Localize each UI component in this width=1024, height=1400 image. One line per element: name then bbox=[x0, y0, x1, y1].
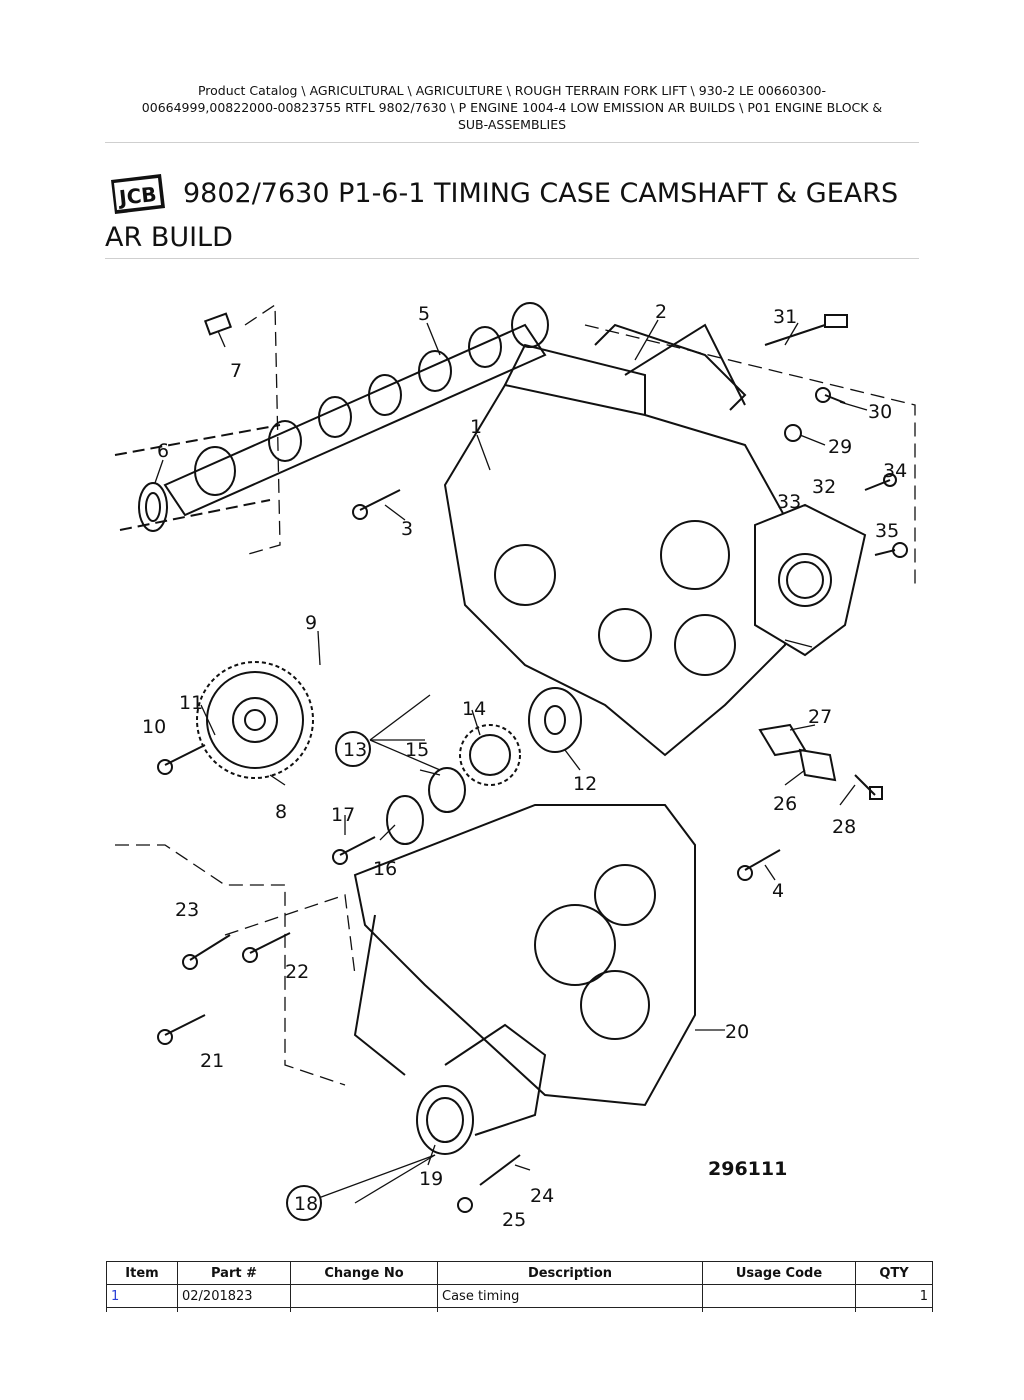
page-title: 9802/7630 P1-6-1 TIMING CASE CAMSHAFT & … bbox=[105, 178, 899, 253]
col-header-item: Item bbox=[106, 1261, 178, 1285]
figure-number: 296111 bbox=[708, 1158, 787, 1180]
title-block: JCB 9802/7630 P1-6-1 TIMING CASE CAMSHAF… bbox=[105, 172, 919, 260]
diagram-svg: 1 2 3 4 5 6 7 8 9 10 11 12 13 14 15 16 1… bbox=[114, 301, 916, 1231]
col-header-part: Part # bbox=[177, 1261, 291, 1285]
empty-cell bbox=[702, 1307, 856, 1312]
empty-cell bbox=[290, 1307, 438, 1312]
callout-8: 8 bbox=[275, 801, 287, 823]
empty-cell bbox=[437, 1307, 703, 1312]
gasket-top-drawing bbox=[594, 323, 747, 411]
logo-text: JCB bbox=[116, 182, 158, 210]
leader-lines bbox=[154, 319, 868, 1204]
lower-cover-drawing bbox=[444, 1023, 547, 1136]
callout-24: 24 bbox=[530, 1185, 554, 1207]
bush-drawing bbox=[428, 767, 466, 813]
description: Case timing bbox=[437, 1284, 703, 1308]
dashed-outlines bbox=[115, 303, 916, 1086]
callout-33: 33 bbox=[777, 491, 801, 513]
table-row: 1 02/201823 Case timing 1 bbox=[106, 1284, 933, 1308]
front-plate-drawing bbox=[353, 804, 696, 1107]
part-number: 02/201823 bbox=[177, 1284, 291, 1308]
callout-28: 28 bbox=[832, 816, 856, 838]
callout-15: 15 bbox=[405, 739, 429, 761]
camshaft-drawing bbox=[114, 302, 549, 532]
callout-7: 7 bbox=[230, 360, 242, 382]
callout-34: 34 bbox=[883, 460, 907, 482]
empty-cell bbox=[177, 1307, 291, 1312]
callout-19: 19 bbox=[419, 1168, 443, 1190]
col-header-qty: QTY bbox=[855, 1261, 933, 1285]
callout-27: 27 bbox=[808, 706, 832, 728]
breadcrumb: Product Catalog \ AGRICULTURAL \ AGRICUL… bbox=[105, 82, 919, 133]
quantity: 1 bbox=[855, 1284, 933, 1308]
jcb-logo: JCB bbox=[111, 174, 165, 214]
callout-22: 22 bbox=[285, 961, 309, 983]
callout-31: 31 bbox=[773, 306, 797, 328]
timing-case-drawing bbox=[443, 323, 797, 757]
callout-23: 23 bbox=[175, 899, 199, 921]
callout-20: 20 bbox=[725, 1021, 749, 1043]
parts-table: Item Part # Change No Description Usage … bbox=[106, 1261, 933, 1312]
callout-5: 5 bbox=[418, 303, 430, 325]
callout-17: 17 bbox=[331, 804, 355, 826]
callout-3: 3 bbox=[401, 518, 413, 540]
title-divider bbox=[105, 258, 919, 259]
callout-13: 13 bbox=[343, 739, 367, 761]
breadcrumb-line-2: 00664999,00822000-00823755 RTFL 9802/763… bbox=[141, 100, 883, 115]
callout-29: 29 bbox=[828, 436, 852, 458]
callout-30: 30 bbox=[868, 401, 892, 423]
thrust-washer-drawing bbox=[386, 795, 424, 845]
change-no bbox=[290, 1284, 438, 1308]
bolts-drawing bbox=[157, 314, 908, 1213]
callout-labels: 1 2 3 4 5 6 7 8 9 10 11 12 13 14 15 16 1… bbox=[142, 301, 907, 1231]
callout-26: 26 bbox=[773, 793, 797, 815]
callout-4: 4 bbox=[772, 880, 784, 902]
col-header-description: Description bbox=[437, 1261, 703, 1285]
callout-18: 18 bbox=[294, 1193, 318, 1215]
callout-32: 32 bbox=[812, 476, 836, 498]
callout-9: 9 bbox=[305, 612, 317, 634]
empty-cell bbox=[106, 1307, 178, 1312]
table-header-row: Item Part # Change No Description Usage … bbox=[106, 1261, 933, 1285]
exploded-parts-diagram: 1 2 3 4 5 6 7 8 9 10 11 12 13 14 15 16 1… bbox=[105, 285, 919, 1245]
callout-25: 25 bbox=[502, 1209, 526, 1231]
col-header-change-no: Change No bbox=[290, 1261, 438, 1285]
empty-cell bbox=[855, 1307, 933, 1312]
breadcrumb-line-3: SUB-ASSEMBLIES bbox=[457, 117, 567, 132]
oil-seal-drawing bbox=[416, 1085, 474, 1155]
item-link[interactable]: 1 bbox=[106, 1284, 178, 1308]
small-gear-drawing bbox=[459, 724, 521, 786]
callout-11: 11 bbox=[179, 692, 203, 714]
callout-1: 1 bbox=[470, 416, 482, 438]
callout-35: 35 bbox=[875, 520, 899, 542]
hub-drawing bbox=[528, 687, 582, 753]
callout-12: 12 bbox=[573, 773, 597, 795]
callout-16: 16 bbox=[373, 858, 397, 880]
breadcrumb-line-1: Product Catalog \ AGRICULTURAL \ AGRICUL… bbox=[197, 83, 827, 98]
idler-gear-drawing bbox=[196, 661, 314, 779]
callout-6: 6 bbox=[157, 440, 169, 462]
pad-drawing bbox=[758, 723, 807, 757]
header-divider bbox=[105, 142, 919, 143]
callout-14: 14 bbox=[462, 698, 486, 720]
callout-21: 21 bbox=[200, 1050, 224, 1072]
table-row-partial bbox=[106, 1307, 933, 1312]
col-header-usage-code: Usage Code bbox=[702, 1261, 856, 1285]
cover-plate-drawing bbox=[754, 503, 867, 657]
usage-code bbox=[702, 1284, 856, 1308]
callout-2: 2 bbox=[655, 301, 667, 323]
callout-10: 10 bbox=[142, 716, 166, 738]
